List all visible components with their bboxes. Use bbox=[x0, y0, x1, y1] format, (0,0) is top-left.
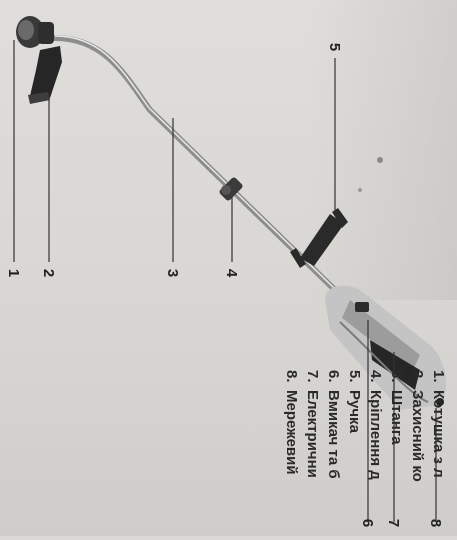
legend-item: 7.Електрични bbox=[302, 370, 323, 540]
callout-3: 3 bbox=[165, 266, 180, 280]
callout-1: 1 bbox=[6, 266, 21, 280]
legend-item: 2.Захисний ко bbox=[407, 370, 428, 540]
parts-legend: 1.Котушка з л 2.Захисний ко 3.Штанга 4.К… bbox=[281, 370, 449, 540]
legend-item: 3.Штанга bbox=[386, 370, 407, 540]
legend-item: 6.Вмикач та б bbox=[323, 370, 344, 540]
legend-item: 5.Ручка bbox=[344, 370, 365, 540]
legend-item: 8.Мережевий bbox=[281, 370, 302, 540]
callout-5: 5 bbox=[327, 40, 342, 54]
callout-4: 4 bbox=[224, 266, 239, 280]
legend-item: 4.Кріплення д bbox=[365, 370, 386, 540]
callout-2: 2 bbox=[41, 266, 56, 280]
legend-item: 1.Котушка з л bbox=[428, 370, 449, 540]
